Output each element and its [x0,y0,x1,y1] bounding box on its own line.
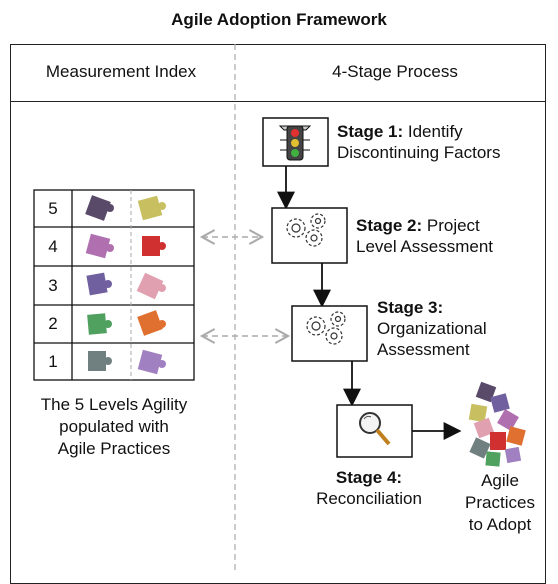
gears-icon [306,311,346,345]
stage-4-box [336,404,413,458]
stage-1-text: Stage 1: Identify Discontinuing Factors [337,121,547,163]
stage-3-text-line-1: Organizational [377,319,487,338]
levels-caption-line-2: populated with [59,417,169,436]
gears-icon [286,213,326,247]
stage-3-box [291,305,368,362]
stage-1-box [262,117,329,167]
level-label-5: 5 [48,199,58,218]
level-label-2: 2 [48,314,58,333]
measurement-index-heading: Measurement Index [45,62,197,81]
stage-2-text: Stage 2: Project Level Assessment [356,215,551,257]
four-stage-process-heading: 4-Stage Process [332,62,458,81]
puzzle-piece-5a [85,195,114,221]
stage-3-label: Stage 3: [377,298,444,317]
levels-grid [33,189,195,381]
stage-4-text: Stage 4: Reconciliation [304,467,434,509]
output-caption-line-3: to Adopt [468,515,532,534]
output-caption-line-1: Agile [481,471,519,490]
puzzle-piece-3b [136,272,166,300]
levels-labels: 5 4 3 2 1 [34,190,72,380]
puzzle-pieces-grid [85,195,166,375]
puzzle-piece-1b [137,349,166,375]
puzzle-piece-2a [87,313,112,335]
output-caption: Agile Practices to Adopt [452,470,548,536]
puzzle-piece-5b [137,195,166,221]
stage-3-text-line-2: Assessment [377,340,470,359]
stage-1-text-line-2: Discontinuing Factors [337,143,501,162]
stage-2-label: Stage 2: [356,216,423,235]
header-divider [10,101,546,102]
stage-2-text-line-1: Project [426,216,480,235]
levels-caption: The 5 Levels Agility populated with Agil… [14,394,214,460]
stage-2-box [271,207,348,264]
puzzle-piece-4a [85,233,114,259]
diagram-graphics [33,44,526,571]
stage-2-text-line-2: Level Assessment [356,237,494,256]
output-caption-line-2: Practices [465,493,535,512]
stage-3-text: Stage 3: Organizational Assessment [377,297,552,360]
agile-practices-puzzle-icon [468,381,526,467]
puzzle-piece-3a [86,272,112,296]
traffic-light-icon [278,125,312,161]
level-label-1: 1 [48,352,58,371]
magnifying-glass-icon [359,412,391,446]
levels-caption-line-3: Agile Practices [57,439,171,458]
puzzle-piece-2b [137,310,166,336]
puzzle-piece-1a [88,351,112,371]
diagram-title: Agile Adoption Framework [171,10,387,29]
puzzle-piece-4b [142,236,166,256]
stage-4-label: Stage 4: [335,468,403,487]
level-label-4: 4 [48,237,58,256]
stage-1-text-line-1: Identify [407,122,463,141]
stage-4-text-line-1: Reconciliation [316,489,422,508]
level-label-3: 3 [48,276,58,295]
stage-1-label: Stage 1: [337,122,404,141]
levels-caption-line-1: The 5 Levels Agility [40,395,188,414]
